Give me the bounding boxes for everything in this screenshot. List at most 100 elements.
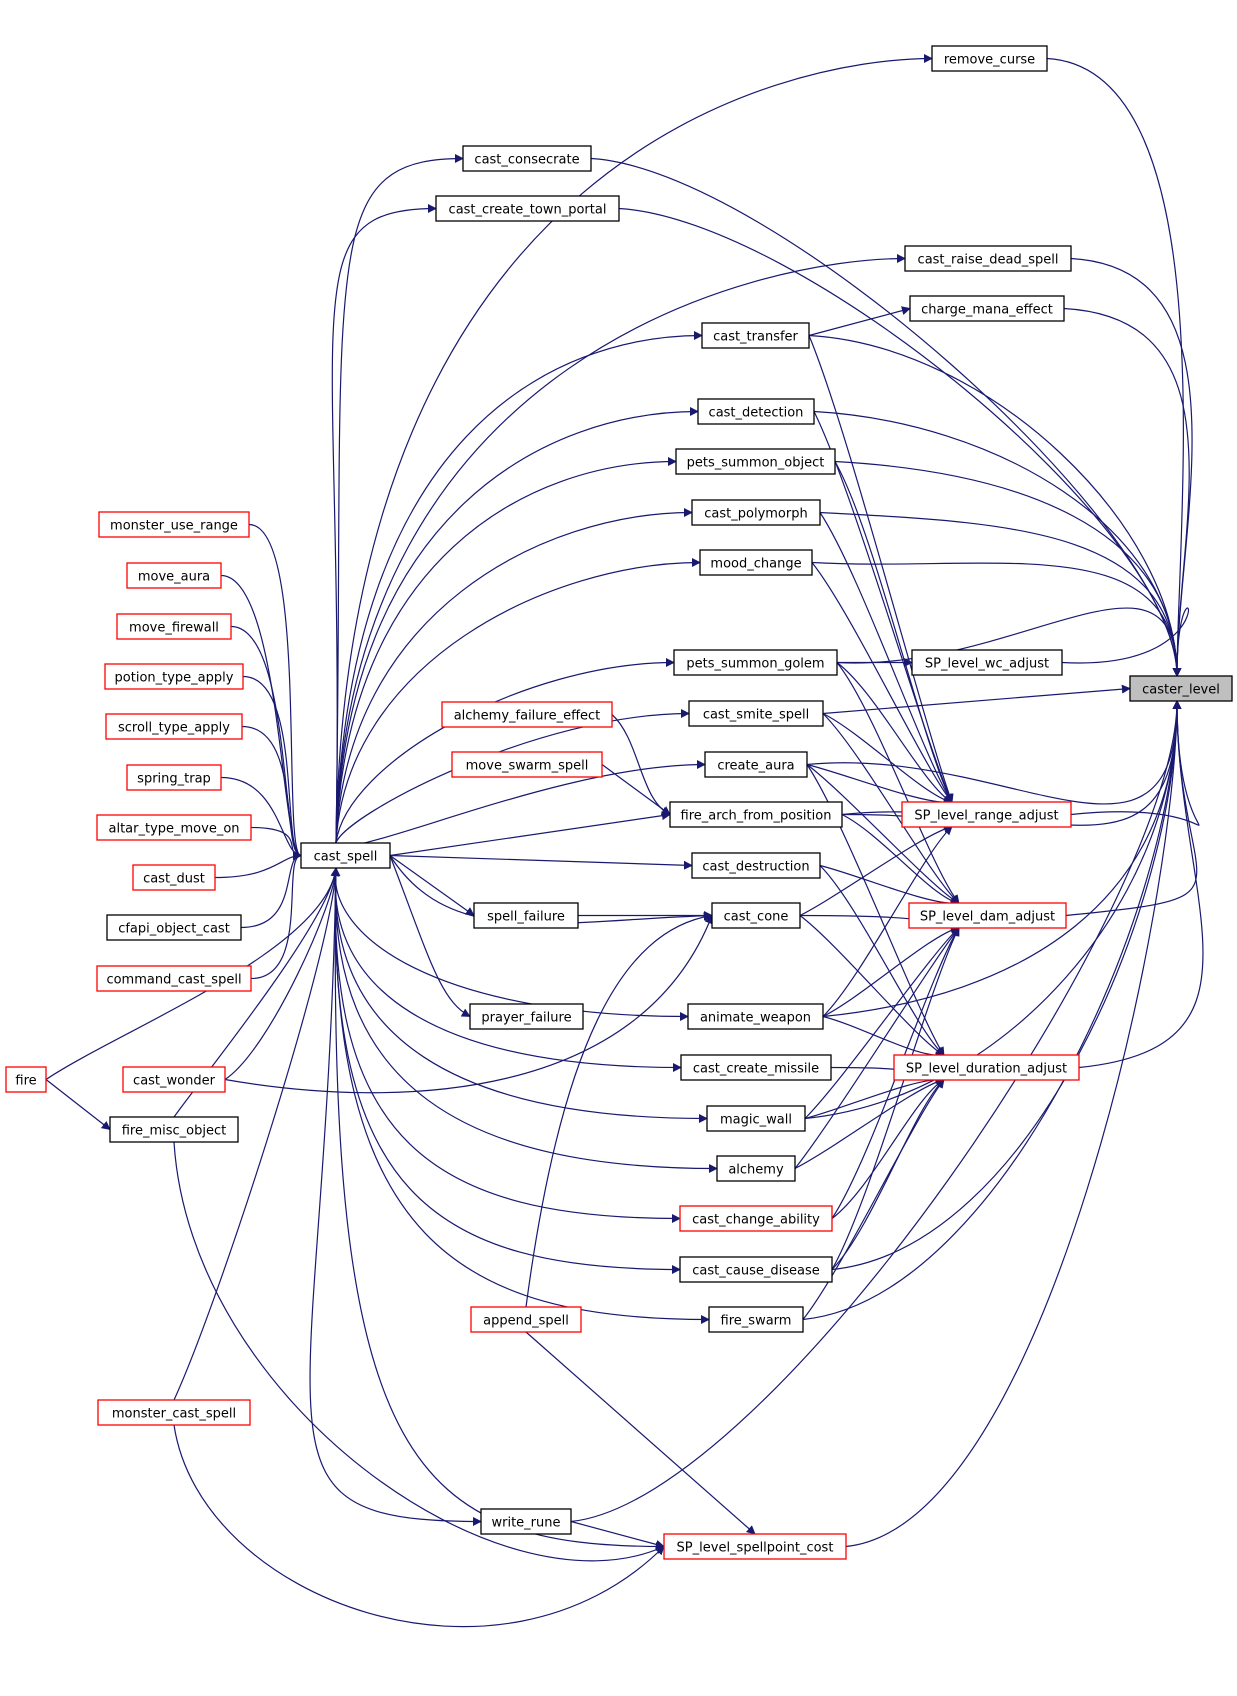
node-mood-change[interactable]: mood_change [699, 549, 813, 576]
node-label: alchemy [728, 1163, 784, 1178]
node-label: cast_create_missile [693, 1062, 819, 1077]
node-label: create_aura [717, 759, 794, 774]
node-box [687, 1003, 824, 1030]
node-cast-cone[interactable]: cast_cone [711, 902, 801, 929]
node-create-aura[interactable]: create_aura [704, 751, 808, 778]
call-edge-49 [834, 460, 1182, 677]
node-potion-type-apply[interactable]: potion_type_apply [104, 663, 244, 690]
node-append-spell[interactable]: append_spell [470, 1306, 582, 1333]
nodes-layer: remove_curse cast_consecrate cast_create_t… [5, 45, 1233, 1560]
node-caster-level[interactable]: caster_level [1129, 675, 1233, 702]
node-box [122, 1066, 226, 1093]
call-edge-53 [1061, 607, 1189, 677]
node-charge-mana-effect[interactable]: charge_mana_effect [909, 295, 1065, 322]
node-fire-swarm[interactable]: fire_swarm [708, 1306, 804, 1333]
node-SP-level-range-adjust[interactable]: SP_level_range_adjust [901, 801, 1072, 828]
node-cast-wonder[interactable]: cast_wonder [122, 1066, 226, 1093]
node-SP-level-spellpoint-cost[interactable]: SP_level_spellpoint_cost [663, 1533, 847, 1560]
node-label: cast_consecrate [474, 153, 579, 168]
node-label: cast_detection [709, 406, 804, 421]
call-edge-98 [802, 1078, 945, 1320]
node-label: write_rune [491, 1516, 560, 1531]
node-fire[interactable]: fire [5, 1066, 47, 1093]
node-SP-level-dam-adjust[interactable]: SP_level_dam_adjust [908, 902, 1067, 929]
node-pets-summon-golem[interactable]: pets_summon_golem [673, 649, 838, 676]
call-edge-58 [1078, 700, 1204, 1069]
node-cfapi-object-cast[interactable]: cfapi_object_cast [106, 914, 242, 941]
call-edge-47 [808, 334, 1182, 677]
node-SP-level-duration-adjust[interactable]: SP_level_duration_adjust [893, 1054, 1080, 1081]
node-label: cfapi_object_cast [118, 922, 230, 937]
node-cast-polymorph[interactable]: cast_polymorph [691, 499, 821, 526]
node-pets-summon-object[interactable]: pets_summon_object [675, 448, 836, 475]
node-label: pets_summon_golem [686, 657, 824, 672]
node-box [680, 1054, 832, 1081]
node-label: pets_summon_object [687, 456, 825, 471]
call-edge-27 [248, 523, 302, 860]
node-alchemy-failure-effect[interactable]: alchemy_failure_effect [441, 701, 613, 728]
call-edge-107 [173, 1424, 665, 1628]
node-monster-cast-spell[interactable]: monster_cast_spell [97, 1399, 251, 1426]
call-edge-99 [806, 764, 945, 1057]
call-edge-21 [334, 867, 681, 1223]
node-box [904, 245, 1072, 272]
node-monster-use-range[interactable]: monster_use_range [98, 511, 250, 538]
call-edge-96 [831, 1078, 945, 1219]
call-edge-6 [335, 457, 677, 844]
node-cast-consecrate[interactable]: cast_consecrate [462, 145, 592, 172]
node-label: SP_level_dam_adjust [920, 910, 1055, 925]
call-edge-1 [335, 154, 464, 844]
call-edge-17 [334, 867, 689, 1021]
node-alchemy[interactable]: alchemy [716, 1155, 796, 1182]
node-command-cast-spell[interactable]: command_cast_spell [96, 965, 252, 992]
node-box [126, 562, 222, 589]
node-magic-wall[interactable]: magic_wall [706, 1105, 806, 1132]
node-move-aura[interactable]: move_aura [126, 562, 222, 589]
node-label: monster_use_range [110, 519, 238, 534]
node-label: move_swarm_spell [466, 759, 589, 774]
node-cast-smite-spell[interactable]: cast_smite_spell [688, 700, 824, 727]
node-label: altar_type_move_on [108, 822, 239, 837]
node-fire-arch-from-position[interactable]: fire_arch_from_position [669, 801, 843, 828]
node-spring-trap[interactable]: spring_trap [126, 764, 222, 791]
node-label: charge_mana_effect [921, 303, 1053, 318]
node-cast-cause-disease[interactable]: cast_cause_disease [679, 1256, 833, 1283]
node-box [701, 322, 810, 349]
node-label: cast_change_ability [692, 1213, 820, 1228]
node-cast-detection[interactable]: cast_detection [697, 398, 815, 425]
node-label: fire [15, 1074, 36, 1089]
call-edge-68 [808, 335, 954, 804]
node-spell-failure[interactable]: spell_failure [473, 902, 579, 929]
node-cast-dust[interactable]: cast_dust [132, 864, 216, 891]
call-edge-105 [224, 914, 714, 1094]
node-box [98, 511, 250, 538]
node-cast-create-missile[interactable]: cast_create_missile [680, 1054, 832, 1081]
node-cast-raise-dead-spell[interactable]: cast_raise_dead_spell [904, 245, 1072, 272]
node-cast-destruction[interactable]: cast_destruction [691, 852, 821, 879]
call-edge-43 [590, 157, 1182, 677]
call-edge-20 [334, 867, 718, 1173]
node-box [116, 613, 232, 640]
node-box [911, 649, 1063, 676]
node-cast-spell[interactable]: cast_spell [300, 842, 391, 869]
node-write-rune[interactable]: write_rune [480, 1508, 572, 1535]
node-fire-misc-object[interactable]: fire_misc_object [109, 1116, 239, 1143]
call-edge-50 [819, 511, 1182, 677]
node-move-firewall[interactable]: move_firewall [116, 613, 232, 640]
call-edge-79 [836, 662, 960, 905]
node-altar-type-move-on[interactable]: altar_type_move_on [96, 814, 252, 841]
node-scroll-type-apply[interactable]: scroll_type_apply [105, 713, 243, 740]
node-prayer-failure[interactable]: prayer_failure [469, 1003, 584, 1030]
node-remove-curse[interactable]: remove_curse [931, 45, 1048, 72]
node-cast-create-town-portal[interactable]: cast_create_town_portal [435, 195, 620, 222]
node-move-swarm-spell[interactable]: move_swarm_spell [451, 751, 603, 778]
node-cast-transfer[interactable]: cast_transfer [701, 322, 810, 349]
call-edge-42 [1046, 57, 1184, 677]
node-animate-weapon[interactable]: animate_weapon [687, 1003, 824, 1030]
node-label: caster_level [1142, 683, 1220, 698]
node-box [691, 852, 821, 879]
node-cast-change-ability[interactable]: cast_change_ability [679, 1205, 833, 1232]
node-box [441, 701, 613, 728]
call-edge-40 [173, 867, 341, 1401]
node-SP-level-wc-adjust[interactable]: SP_level_wc_adjust [911, 649, 1063, 676]
